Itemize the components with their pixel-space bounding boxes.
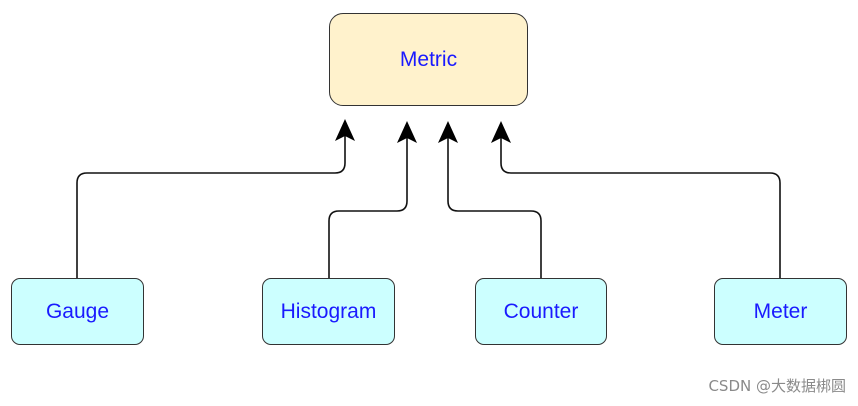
arrowhead-meter-edge (491, 121, 511, 143)
histogram-node: Histogram (262, 278, 395, 345)
histogram-label: Histogram (280, 299, 377, 323)
arrowhead-histogram-edge (397, 121, 417, 143)
counter-label: Counter (503, 299, 579, 323)
meter-label: Meter (753, 299, 808, 323)
gauge-node: Gauge (11, 278, 144, 345)
edge-histogram-to-metric (328, 136, 408, 278)
gauge-label: Gauge (45, 299, 110, 323)
edge-counter-to-metric (447, 136, 542, 278)
counter-node: Counter (475, 278, 607, 345)
edge-gauge-to-metric (76, 134, 346, 278)
arrowhead-gauge-edge (335, 119, 355, 141)
arrowhead-counter-edge (438, 121, 458, 143)
metric-node: Metric (329, 13, 528, 106)
edge-meter-to-metric (500, 136, 781, 278)
watermark-text: CSDN @大数据梆圆 (708, 377, 846, 395)
meter-node: Meter (714, 278, 847, 345)
metric-label: Metric (399, 47, 458, 71)
